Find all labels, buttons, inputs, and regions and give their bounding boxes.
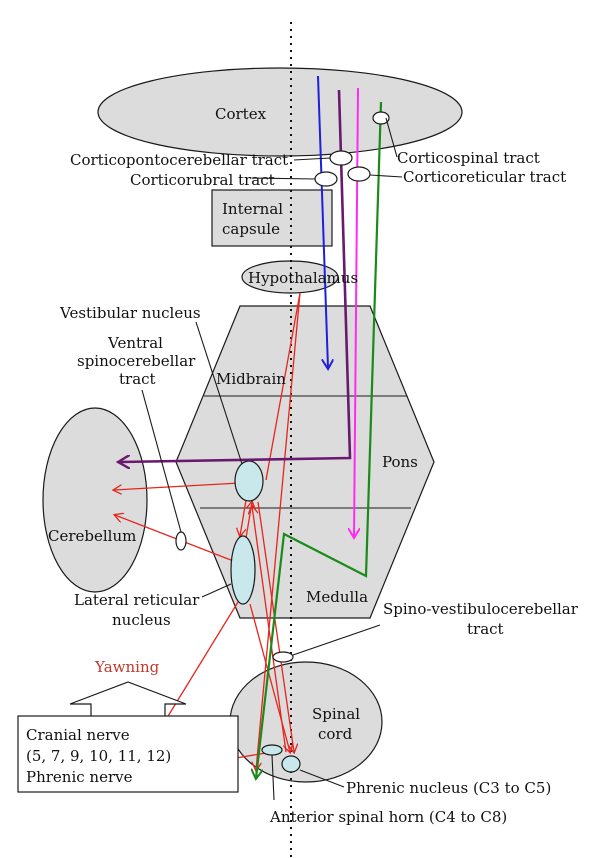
corticoreticular-tract-label: Corticoreticular tract bbox=[403, 168, 566, 186]
cerebellum-shape bbox=[42, 407, 148, 593]
phrenic-nucleus-label: Phrenic nucleus (C3 to C5) bbox=[346, 779, 551, 797]
midbrain-label: Midbrain bbox=[216, 370, 286, 388]
cortex-label: Cortex bbox=[215, 105, 267, 123]
cerebellum-label: Cerebellum bbox=[48, 527, 136, 545]
pons-label: Pons bbox=[382, 453, 418, 471]
lateral-reticular-to-phrenic-arrow bbox=[249, 603, 290, 752]
corticospinal-tract-label: Corticospinal tract bbox=[397, 149, 540, 167]
anterior-spinal-horn-shape bbox=[261, 744, 283, 756]
medulla-label: Medulla bbox=[306, 588, 368, 606]
spinal-cord-label-line1: Spinal bbox=[312, 705, 360, 723]
internal-capsule-label-line1: Internal bbox=[222, 200, 283, 218]
vestibular-nucleus-label: Vestibular nucleus bbox=[59, 304, 201, 322]
ventral-spinocerebellar-label-line3: tract bbox=[119, 370, 156, 388]
corticoreticular-marker bbox=[347, 166, 371, 182]
ventral-spinocerebellar-marker bbox=[175, 531, 187, 551]
phrenic-nucleus-shape bbox=[281, 755, 301, 773]
lateral-reticular-to-cranial-arrow bbox=[162, 601, 239, 726]
corticospinal-marker bbox=[372, 111, 390, 125]
hypothalamus-to-brainstem-arrow bbox=[265, 292, 301, 481]
lateral-reticular-nucleus-shape bbox=[230, 535, 256, 605]
corticopontocerebellar-tract-label: Corticopontocerebellar tract bbox=[70, 151, 288, 169]
vestibular-to-phrenic-arrow bbox=[257, 501, 294, 752]
internal-capsule-label-line2: capsule bbox=[222, 220, 280, 238]
cortex-shape bbox=[97, 67, 463, 157]
corticorubral-tract-line bbox=[120, 89, 352, 462]
cranial-nerve-label-line2: (5, 7, 9, 10, 11, 12) bbox=[26, 747, 171, 765]
phrenic-nerve-label: Phrenic nerve bbox=[26, 768, 133, 786]
lateral-reticular-to-cerebellum-arrow bbox=[115, 515, 237, 563]
corticopontocerebellar-marker bbox=[329, 150, 353, 166]
spinal-cord-label-line2: cord bbox=[318, 725, 353, 743]
lateral-reticular-label-line2: nucleus bbox=[112, 611, 171, 629]
cranial-phrenic-box bbox=[17, 715, 239, 793]
phrenic-to-vestibular-arrow bbox=[252, 506, 287, 753]
ventral-spinocerebellar-label-line1: Ventral bbox=[107, 334, 163, 352]
vestibular-to-cerebellum-arrow bbox=[114, 482, 241, 490]
yawning-hollow-arrow bbox=[69, 681, 187, 716]
yawning-pathway-arrows bbox=[114, 292, 301, 774]
ventral-spinocerebellar-label-line2: spinocerebellar bbox=[77, 352, 196, 370]
corticopontocerebellar-tract-line bbox=[317, 75, 328, 368]
hypothalamus-to-spinal-arrow bbox=[256, 292, 301, 770]
anterior-spinal-horn-label: Anterior spinal horn (C4 to C8) bbox=[269, 808, 507, 826]
spino-vestibulocerebellar-marker bbox=[272, 651, 294, 663]
leader-lines bbox=[141, 117, 403, 801]
spino-vestibulocerebellar-label-line2: tract bbox=[467, 620, 504, 638]
lateral-reticular-label-line1: Lateral reticular bbox=[74, 591, 200, 609]
internal-capsule-shape bbox=[211, 189, 333, 247]
cranial-nerve-label-line1: Cranial nerve bbox=[26, 726, 130, 744]
corticospinal-tract-line bbox=[256, 101, 383, 778]
corticorubral-marker bbox=[314, 171, 338, 187]
corticoreticular-tract-line bbox=[354, 87, 358, 537]
yawning-label: Yawning bbox=[94, 658, 160, 676]
spino-vestibulocerebellar-label-line1: Spino-vestibulocerebellar bbox=[383, 600, 579, 618]
vestibular-nucleus-shape bbox=[234, 460, 264, 502]
vestibular-to-lateral-reticular-arrow bbox=[240, 499, 247, 536]
corticorubral-tract-label: Corticorubral tract bbox=[130, 171, 275, 189]
hypothalamus-label: Hypothalamus bbox=[248, 269, 358, 287]
